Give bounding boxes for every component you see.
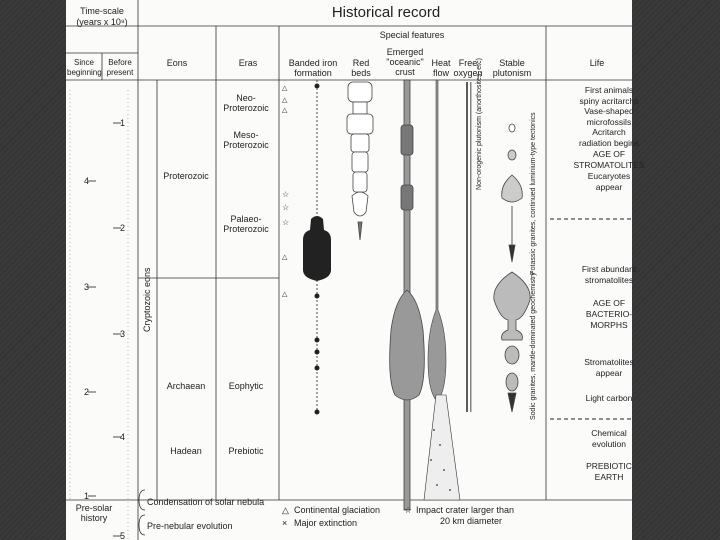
life-eucaryotes: Eucaryotes bbox=[566, 171, 652, 181]
present-tick-label: 5 bbox=[120, 531, 125, 540]
life-appear-2: appear bbox=[566, 368, 652, 378]
triangle-marker-icon: △ bbox=[282, 106, 287, 116]
life-first-abundant: First abundant bbox=[566, 264, 652, 274]
free-oxygen-marks bbox=[466, 82, 472, 412]
legend-continental-glaciation: Continental glaciation bbox=[294, 505, 380, 515]
since-tick-label: 1 bbox=[84, 491, 89, 501]
minor-ticks bbox=[70, 90, 128, 540]
legend-major-extinction: Major extinction bbox=[294, 518, 357, 528]
eons-header: Eons bbox=[167, 58, 188, 68]
life-earth: EARTH bbox=[566, 472, 652, 482]
life-spiny-acritarchs: spiny acritarchs bbox=[566, 96, 652, 106]
red-beds-header: Red beds bbox=[346, 58, 376, 78]
cryptozoic-eons-label: Cryptozoic eons bbox=[142, 267, 152, 332]
star-marker-icon: ☆ bbox=[282, 218, 289, 228]
present-tick-label: 1 bbox=[120, 118, 125, 128]
life-age-of-bacteriomorphs: AGE OF bbox=[566, 298, 652, 308]
timescale-title: Time-scale bbox=[80, 6, 124, 16]
present-tick-label: 3 bbox=[120, 329, 125, 339]
life-vase-shaped: Vase-shaped bbox=[566, 106, 652, 116]
special-features-header: Special features bbox=[380, 30, 445, 40]
life-evolution: evolution bbox=[566, 439, 652, 449]
life-light-carbon: Light carbon bbox=[566, 393, 652, 403]
triangle-marker-icon: △ bbox=[282, 253, 287, 263]
eras-header: Eras bbox=[239, 58, 258, 68]
star-marker-icon: ☆ bbox=[282, 190, 289, 200]
emerged-crust-header: Emerged "oceanic" crust bbox=[378, 47, 432, 77]
banded-iron-header: Banded iron formation bbox=[287, 58, 339, 78]
since-beginning-header: Since beginning bbox=[67, 58, 101, 78]
legend-impact-diameter: 20 km diameter bbox=[440, 516, 502, 526]
era-meso-proterozoic: Meso-Proterozoic bbox=[218, 130, 274, 150]
footer-prenebular: Pre-nebular evolution bbox=[147, 521, 233, 531]
life-acritarch: Acritarch bbox=[566, 127, 652, 137]
present-tick-label: 4 bbox=[120, 432, 125, 442]
legend-triangle-icon: △ bbox=[282, 505, 289, 515]
eon-proterozoic: Proterozoic bbox=[163, 171, 209, 181]
life-stromatolites: stromatolites bbox=[566, 275, 652, 285]
life-dividers bbox=[550, 219, 632, 419]
red-beds-marks bbox=[347, 82, 373, 240]
triangle-marker-icon: △ bbox=[282, 84, 287, 94]
life-prebiotic: PREBIOTIC bbox=[566, 461, 652, 471]
present-tick-label: 2 bbox=[120, 223, 125, 233]
since-tick-label: 3 bbox=[84, 282, 89, 292]
life-radiation-begins: radiation begins bbox=[566, 138, 652, 148]
era-palaeo-proterozoic: Palaeo-Proterozoic bbox=[218, 214, 274, 234]
scale-ticks bbox=[88, 123, 121, 536]
crust-marks bbox=[390, 80, 425, 510]
legend-cross-icon: × bbox=[282, 518, 287, 528]
heat-flow-marks bbox=[424, 80, 460, 500]
plutonism-marks bbox=[494, 124, 530, 412]
pre-solar-history-label: Pre-solar history bbox=[74, 503, 114, 523]
era-prebiotic: Prebiotic bbox=[228, 446, 263, 456]
life-stromatolites-age: STROMATOLITES bbox=[566, 160, 652, 170]
since-tick-label: 2 bbox=[84, 387, 89, 397]
note-potassic: Potassic granites, continued luminium-ty… bbox=[530, 112, 537, 275]
life-morphs: MORPHS bbox=[566, 320, 652, 330]
life-bacterio: BACTERIO- bbox=[566, 309, 652, 319]
life-chemical: Chemical bbox=[566, 428, 652, 438]
timescale-units: (years x 10⁹) bbox=[76, 17, 127, 27]
historical-record-title: Historical record bbox=[332, 5, 440, 21]
era-neo-proterozoic: Neo-Proterozoic bbox=[218, 93, 274, 113]
footer-braces bbox=[139, 490, 145, 535]
note-non-orogenic: Non-orogenic plutonism (anorthosites, et… bbox=[476, 58, 483, 190]
legend-impact-crater: Impact crater larger than bbox=[416, 505, 514, 515]
triangle-marker-icon: △ bbox=[282, 290, 287, 300]
life-first-animals: First animals bbox=[566, 85, 652, 95]
life-age-of: AGE OF bbox=[566, 149, 652, 159]
star-marker-icon: ☆ bbox=[282, 203, 289, 213]
eon-hadean: Hadean bbox=[170, 446, 202, 456]
since-tick-label: 4 bbox=[84, 176, 89, 186]
triangle-marker-icon: △ bbox=[282, 96, 287, 106]
eon-archaean: Archaean bbox=[167, 381, 206, 391]
legend-star-icon: ☆ bbox=[404, 505, 412, 515]
banded-iron-marks bbox=[303, 80, 331, 415]
life-header: Life bbox=[590, 58, 605, 68]
note-sodic: Sodic granites, mantle-dominated geochem… bbox=[530, 272, 537, 420]
before-present-header: Before present bbox=[103, 58, 137, 78]
life-stromatolites-appear: Stromatolites bbox=[566, 357, 652, 367]
life-appear: appear bbox=[566, 182, 652, 192]
life-microfossils: microfossils bbox=[566, 117, 652, 127]
era-eophytic: Eophytic bbox=[229, 381, 264, 391]
footer-condensation: Condensation of solar nebula bbox=[147, 497, 264, 507]
stable-plutonism-header: Stable plutonism bbox=[487, 58, 537, 78]
